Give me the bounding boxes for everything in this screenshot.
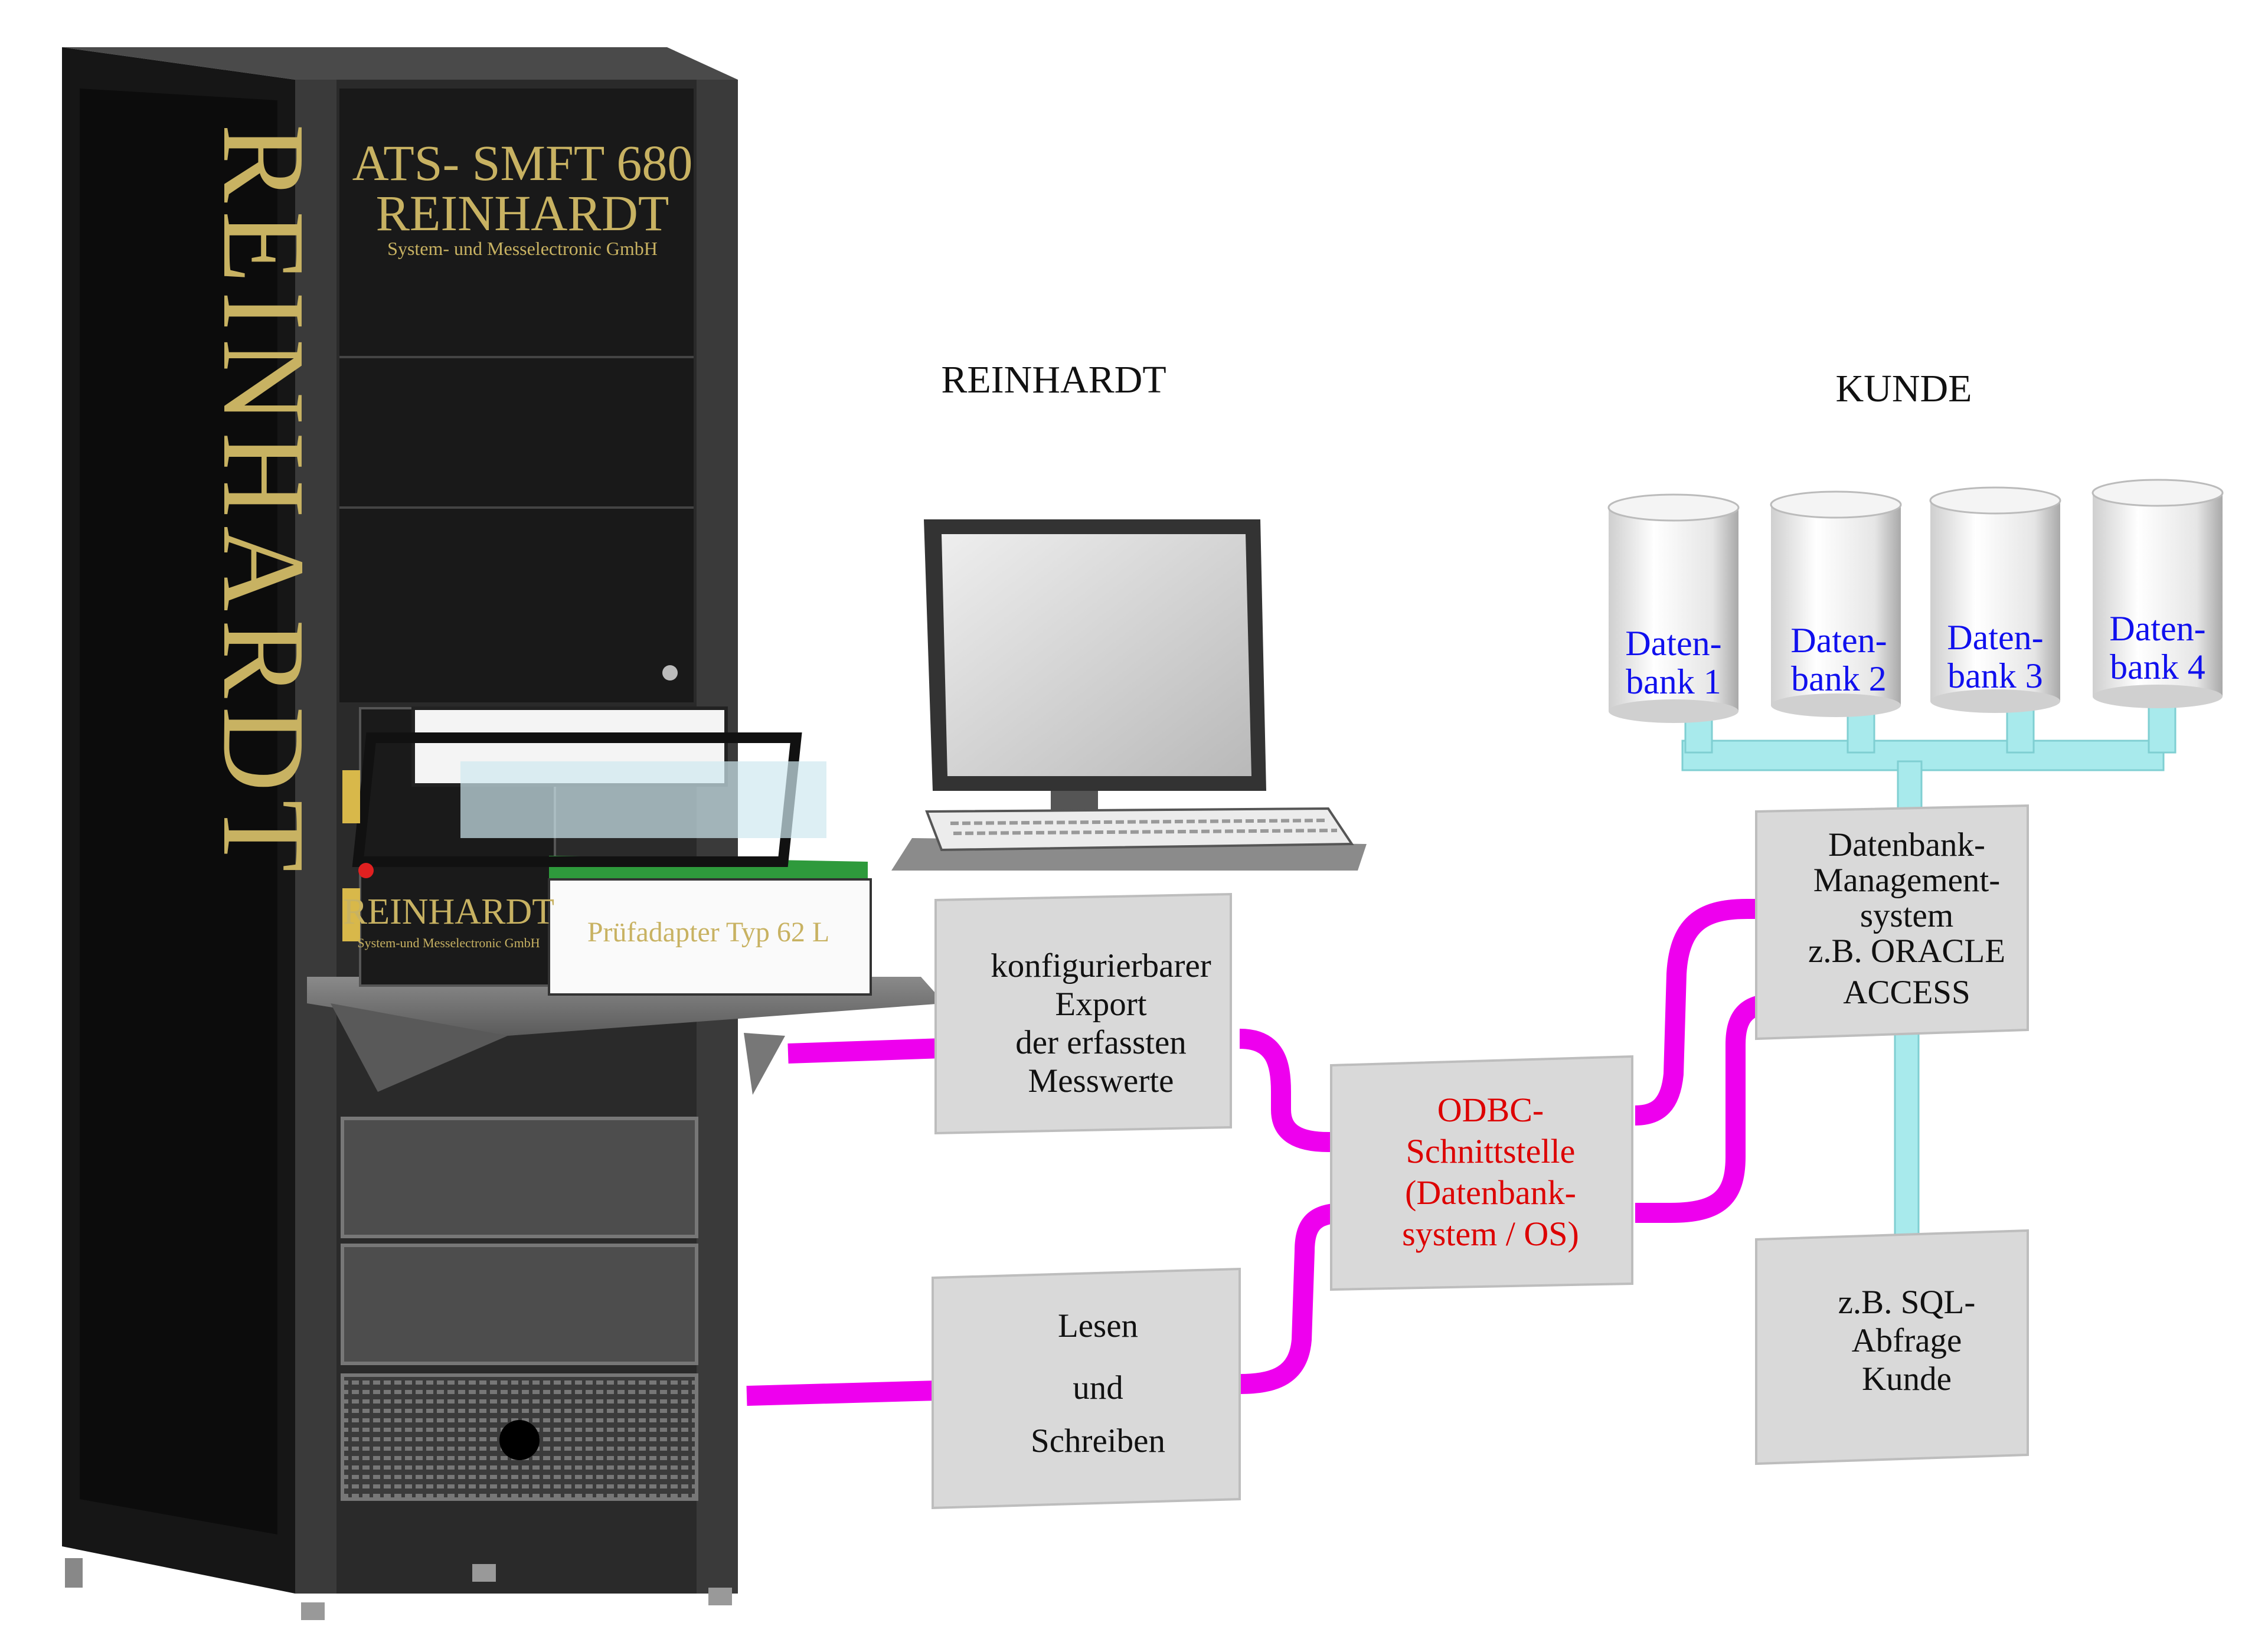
monitor-screen [942,534,1251,776]
odbc-line-3: (Datenbank- [1405,1173,1576,1212]
test-adapter-station: REINHARDT System-und Messelectronic GmbH… [307,706,945,1095]
adapter-type-label: Prüfadapter Typ 62 L [587,917,829,948]
readwrite-line-3: Schreiben [1031,1422,1165,1460]
adapter-company: System-und Messelectronic GmbH [357,935,540,950]
cyan-dbms-to-sql [1894,1032,1920,1238]
keyboard [925,807,1354,852]
pipe-odbc-dbms-bottom [1635,993,1777,1223]
cabinet-top [62,47,738,80]
cabinet-front-company: System- und Messelectronic GmbH [387,238,658,259]
cabinet-front-title: ATS- SMFT 680 [352,135,693,191]
dbms-line-5: ACCESS [1843,974,1970,1011]
readwrite-line-2: und [1073,1369,1123,1406]
box-odbc: ODBC- Schnittstelle (Datenbank- system /… [1330,1055,1633,1291]
cabinet-front-upper-panel [339,89,694,702]
database-cylinders: Daten- bank 1 Daten- bank 2 Daten- bank … [1607,479,2224,723]
odbc-line-2: Schnittstelle [1406,1132,1576,1170]
pipe-export-odbc [1239,1029,1352,1152]
pipes-magenta [746,899,1777,1406]
database-3-line2: bank 3 [1947,656,2043,695]
dbms-line-2: Management- [1813,862,2001,899]
rack-unit-hole [499,1420,540,1460]
adapter-lever-right [342,888,360,941]
computer-workstation [891,519,1367,871]
export-line-4: Messwerte [1028,1062,1174,1100]
key-lock-icon [662,665,678,681]
shelf-bracket-2 [744,1033,785,1095]
adapter-glass [460,761,826,838]
pipe-cabinet-export [787,1038,960,1064]
database-cylinder-3: Daten- bank 3 [1929,486,2061,713]
box-read-write: Lesen und Schreiben [932,1267,1241,1510]
sql-line-3: Kunde [1862,1360,1952,1398]
database-cylinder-1: Daten- bank 1 [1607,493,1740,723]
pipe-readwrite-odbc [1239,1203,1358,1394]
dbms-line-4: z.B. ORACLE [1808,933,2005,970]
database-4-line1: Daten- [2109,609,2205,648]
rack-unit-1 [341,1117,698,1238]
database-1-line2: bank 1 [1626,662,1721,701]
database-4-line2: bank 4 [2110,647,2205,686]
pipe-cabinet-readwrite [746,1380,960,1406]
sql-line-1: z.B. SQL- [1838,1284,1976,1321]
readwrite-line-1: Lesen [1058,1307,1138,1344]
cabinet-front-brand: REINHARDT [376,185,669,241]
shelf-bracket [331,1003,508,1092]
pipe-odbc-dbms-top [1635,899,1774,1126]
box-export: konfigurierbarer Export der erfassten Me… [934,892,1232,1135]
export-line-3: der erfassten [1015,1024,1187,1061]
odbc-line-4: system / OS) [1402,1215,1579,1253]
box-dbms: Datenbank- Management- system z.B. ORACL… [1755,804,2029,1041]
odbc-line-1: ODBC- [1437,1091,1544,1129]
export-line-1: konfigurierbarer [991,947,1211,984]
dbms-line-3: system [1860,897,1953,934]
box-sql: z.B. SQL- Abfrage Kunde [1755,1229,2029,1465]
adapter-base-white [548,878,872,996]
cabinet-side-inset [80,89,277,1535]
pipes-cyan [1681,692,2177,1238]
database-2-line1: Daten- [1790,621,1887,660]
database-1-line1: Daten- [1625,624,1721,663]
dbms-line-1: Datenbank- [1828,826,1985,863]
rack-unit-2 [341,1244,698,1365]
cyan-to-dbms [1897,760,1923,816]
database-3-line1: Daten- [1947,618,2043,657]
adapter-lever-left [342,770,360,823]
database-2-line2: bank 2 [1791,659,1887,698]
heading-kunde: KUNDE [1836,367,1972,410]
heading-reinhardt: REINHARDT [941,358,1166,401]
sql-line-2: Abfrage [1852,1322,1962,1359]
cyan-bus-horizontal [1681,740,2165,771]
export-line-2: Export [1055,986,1146,1023]
adapter-brand: REINHARDT [343,892,554,932]
cabinet-side-brand: REINHARDT [198,124,329,880]
database-cylinder-2: Daten- bank 2 [1770,490,1902,717]
database-cylinder-4: Daten- bank 4 [2091,479,2224,708]
